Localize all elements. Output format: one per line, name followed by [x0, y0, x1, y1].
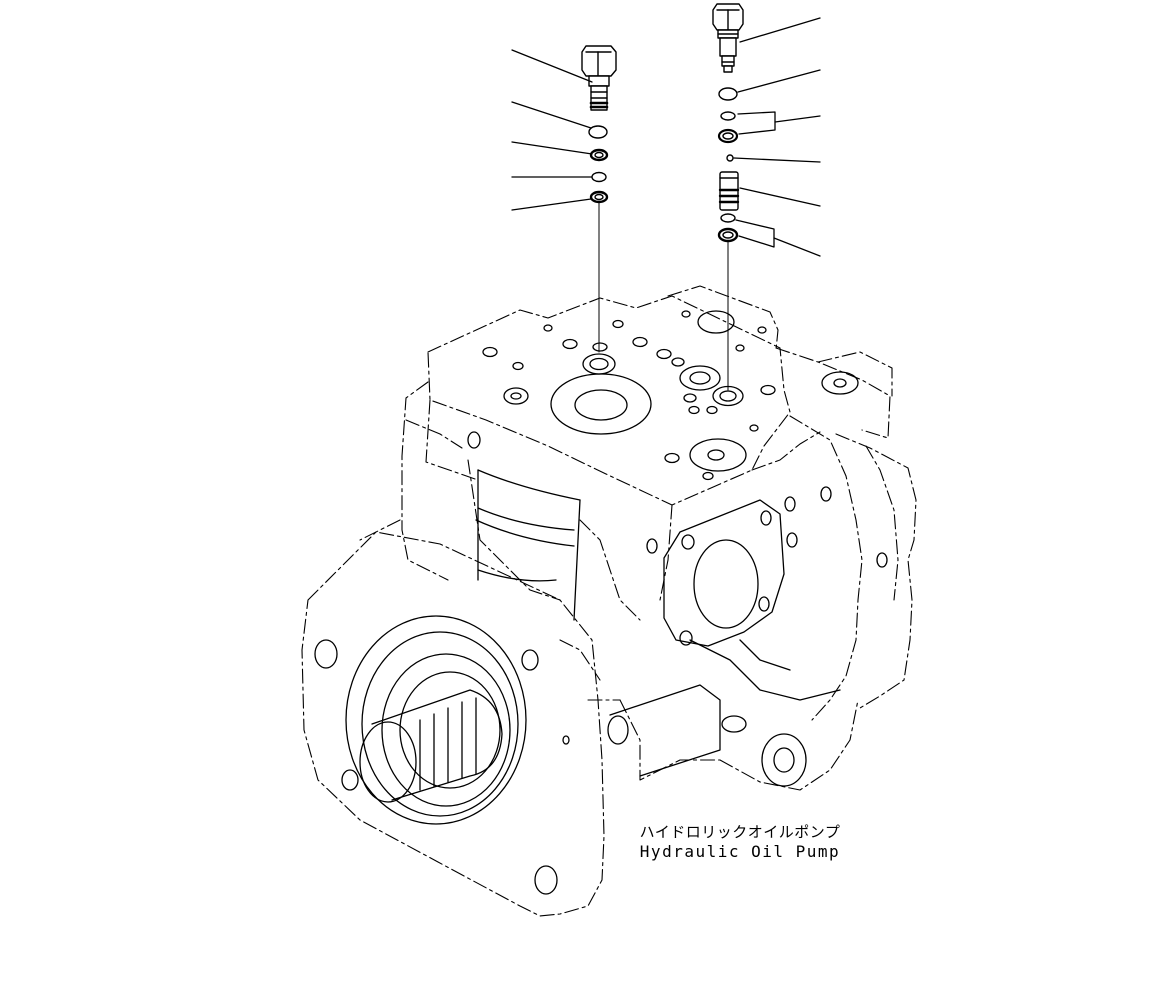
- side-bosses: [467, 431, 888, 745]
- left-valve-assembly: [581, 45, 617, 111]
- phantom-outline: [301, 285, 917, 917]
- pump-body: [301, 285, 917, 917]
- outlet-flange: [663, 499, 785, 647]
- lower-housing: [607, 639, 841, 787]
- left-callout-lines: [511, 49, 593, 211]
- right-spool-insert: [718, 171, 740, 211]
- right-valve-assembly: [712, 3, 744, 73]
- pump-caption-japanese: ハイドロリックオイルポンプ: [639, 823, 841, 841]
- right-washer: [718, 87, 738, 101]
- right-ball: [726, 154, 734, 162]
- right-o-ring-backup: [717, 128, 739, 144]
- right-callout-lines: [733, 17, 821, 257]
- left-washer-large: [588, 125, 608, 139]
- left-o-ring-1: [589, 148, 609, 162]
- left-o-ring-3: [589, 190, 609, 204]
- top-face-ports: [482, 310, 859, 481]
- right-o-ring-lower-small: [720, 213, 736, 223]
- drive-shaft: [359, 689, 503, 803]
- barrel-section: [475, 469, 581, 621]
- mounting-flange: [314, 615, 558, 895]
- left-o-ring-2: [591, 171, 607, 183]
- right-o-ring-small: [720, 111, 736, 121]
- pump-caption-english: Hydraulic Oil Pump: [639, 842, 841, 861]
- right-o-ring-lower: [717, 227, 739, 243]
